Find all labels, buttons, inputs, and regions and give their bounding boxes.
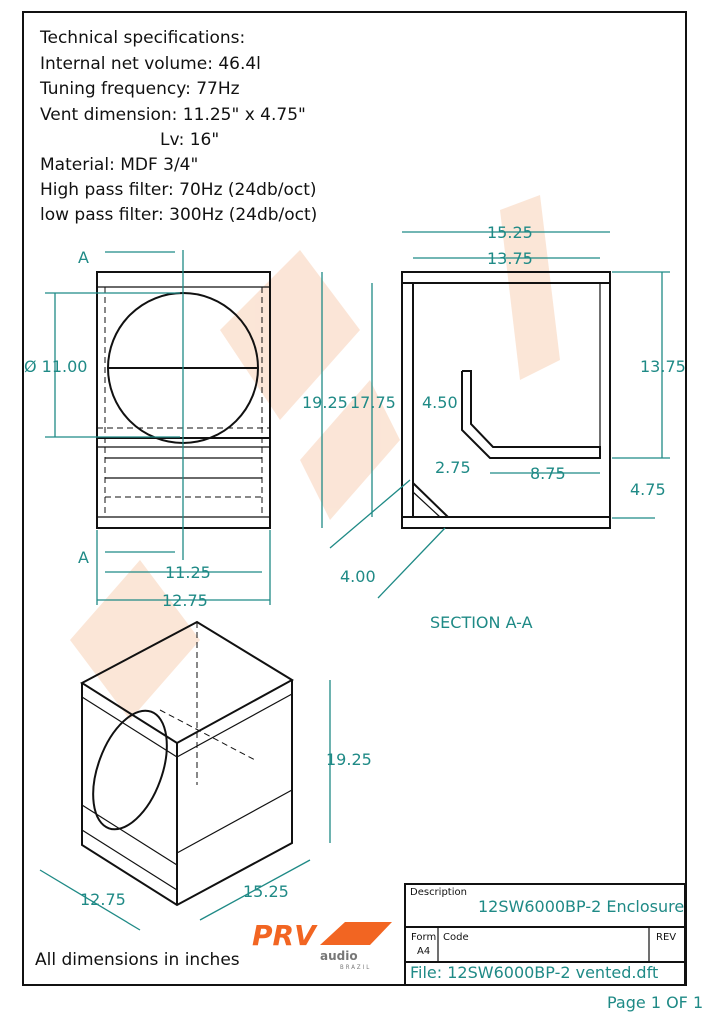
form-value: A4 [417,946,430,957]
svg-text:audio: audio [320,949,358,963]
section-view: 15.25 13.75 19.25 17.75 13.75 4.75 4.50 … [302,223,686,632]
vent-lip-dimension: 4.50 [422,393,458,412]
prv-audio-logo: PRV audio BRAZIL [252,919,392,971]
spec-volume: Internal net volume: 46.4l [40,54,261,74]
technical-specifications: Technical specifications: Internal net v… [39,28,317,225]
section-mark-top: A [78,248,89,267]
inner-width-dimension: 11.25 [165,563,211,582]
spec-vent: Vent dimension: 11.25" x 4.75" [40,105,306,125]
units-note: All dimensions in inches [35,950,240,970]
outer-width-dimension: 12.75 [162,591,208,610]
isometric-view: 19.25 12.75 15.25 [39,620,372,931]
page-number: Page 1 OF 1 [607,993,703,1012]
page-border [22,11,687,986]
spec-heading: Technical specifications: [39,28,245,48]
height-outer-dimension: 19.25 [302,393,348,412]
description-value: 12SW6000BP-2 Enclosure [478,897,684,916]
diameter-dimension: Ø 11.00 [24,357,87,376]
description-label: Description [410,887,467,898]
front-view: A A Ø 11.00 11.25 12.75 [24,248,271,610]
bend-dimension: 2.75 [435,458,471,477]
section-mark-bottom: A [78,548,89,567]
depth-inner-dimension: 13.75 [487,249,533,268]
title-block: Description 12SW6000BP-2 Enclosure Form … [404,883,686,986]
file-name: File: 12SW6000BP-2 vented.dft [410,963,658,982]
code-label: Code [443,932,469,943]
port-height-dimension: 4.75 [630,480,666,499]
section-title: SECTION A-A [430,613,533,632]
depth-outer-dimension: 15.25 [487,223,533,242]
svg-text:BRAZIL: BRAZIL [340,964,371,971]
spec-tuning: Tuning frequency: 77Hz [39,79,240,99]
spec-lpf: low pass filter: 300Hz (24db/oct) [40,205,317,225]
rev-label: REV [656,932,676,943]
form-label: Form [411,932,436,943]
iso-height-dimension: 19.25 [326,750,372,769]
corner-dimension: 4.00 [340,567,376,586]
chamber-height-dimension: 13.75 [640,357,686,376]
iso-width-dimension: 12.75 [80,890,126,909]
port-length-dimension: 8.75 [530,464,566,483]
spec-lv: Lv: 16" [160,130,219,150]
spec-hpf: High pass filter: 70Hz (24db/oct) [40,180,317,200]
height-inner-dimension: 17.75 [350,393,396,412]
svg-text:PRV: PRV [252,919,318,952]
spec-material: Material: MDF 3/4" [40,155,198,175]
iso-depth-dimension: 15.25 [243,882,289,901]
